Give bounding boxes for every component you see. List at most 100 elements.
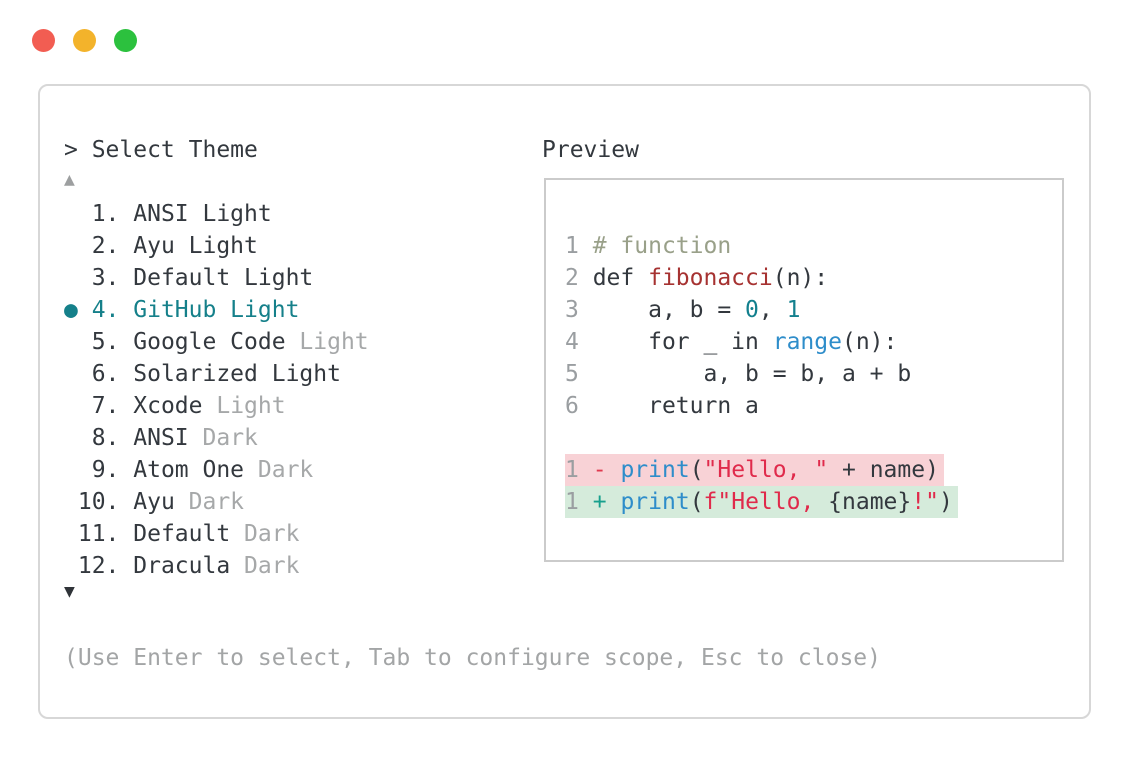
- bullet-placeholder: [64, 393, 78, 419]
- theme-list-item[interactable]: 3. Default Light: [64, 262, 369, 294]
- theme-variant-label: Light: [216, 393, 286, 419]
- code-token: range: [772, 329, 842, 355]
- scroll-up-icon[interactable]: ▲: [64, 169, 75, 190]
- code-token: f"Hello,: [703, 489, 829, 515]
- preview-title: Preview: [542, 137, 639, 163]
- line-number: 6: [565, 393, 593, 419]
- bullet-placeholder: [64, 489, 78, 515]
- diff-line-add: 1 + print(f"Hello, {name}!"): [565, 486, 1062, 518]
- zoom-window-icon[interactable]: [114, 29, 137, 52]
- theme-name: Xcode: [133, 393, 217, 419]
- deleted-line-highlight: 1 - print("Hello, " + name): [565, 454, 944, 486]
- theme-name: Dracula: [133, 553, 245, 579]
- theme-number: 11.: [77, 521, 134, 547]
- code-token: -: [592, 457, 607, 483]
- theme-name: Default Light: [133, 265, 314, 291]
- window-controls: [32, 29, 137, 52]
- bullet-placeholder: [64, 201, 78, 227]
- keyboard-hints: (Use Enter to select, Tab to configure s…: [64, 645, 881, 671]
- theme-list: 1. ANSI Light 2. Ayu Light 3. Default Li…: [64, 198, 369, 582]
- theme-variant-label: Dark: [257, 457, 314, 483]
- line-number: 1: [565, 233, 593, 259]
- theme-name: Ayu: [133, 489, 189, 515]
- bullet-placeholder: [64, 361, 78, 387]
- code-token: ): [938, 489, 953, 515]
- code-token: +: [592, 489, 607, 515]
- theme-list-item[interactable]: 8. ANSI Dark: [64, 422, 369, 454]
- code-token: a, b =: [592, 297, 746, 323]
- theme-number: 10.: [77, 489, 134, 515]
- code-token: + name): [828, 457, 939, 483]
- minimize-window-icon[interactable]: [73, 29, 96, 52]
- theme-name: Ayu Light: [133, 233, 258, 259]
- code-line: 4 for _ in range(n):: [565, 326, 1062, 358]
- code-token: [579, 489, 593, 515]
- bullet-placeholder: [64, 329, 78, 355]
- theme-list-item[interactable]: 12. Dracula Dark: [64, 550, 369, 582]
- theme-name: Google Code: [133, 329, 300, 355]
- theme-variant-label: Dark: [244, 521, 300, 547]
- code-token: print: [620, 457, 690, 483]
- code-token: (: [689, 457, 704, 483]
- bullet-placeholder: [64, 265, 78, 291]
- code-token: (n):: [772, 265, 829, 291]
- code-token: return a: [592, 393, 759, 419]
- code-token: "Hello, ": [703, 457, 829, 483]
- code-token: 0: [745, 297, 759, 323]
- code-line: [565, 422, 1062, 454]
- code-token: # function: [592, 233, 732, 259]
- theme-picker-panel: > Select Theme Preview ▲ 1. ANSI Light 2…: [38, 84, 1091, 719]
- theme-number: 12.: [77, 553, 134, 579]
- theme-name: Default: [133, 521, 245, 547]
- theme-list-item[interactable]: 10. Ayu Dark: [64, 486, 369, 518]
- selected-bullet-icon: ●: [64, 297, 78, 323]
- theme-name: Atom One: [133, 457, 258, 483]
- theme-name: GitHub Light: [133, 297, 300, 323]
- bullet-placeholder: [64, 521, 78, 547]
- theme-name: Solarized Light: [133, 361, 341, 387]
- line-number: 1: [565, 489, 579, 515]
- code-line: 1 # function: [565, 230, 1062, 262]
- added-line-highlight: 1 + print(f"Hello, {name}!"): [565, 486, 958, 518]
- code-token: (n):: [841, 329, 898, 355]
- bullet-placeholder: [64, 553, 78, 579]
- code-token: [607, 489, 621, 515]
- theme-list-item[interactable]: 9. Atom One Dark: [64, 454, 369, 486]
- code-token: (: [689, 489, 704, 515]
- theme-variant-label: Dark: [244, 553, 300, 579]
- line-number: 4: [565, 329, 593, 355]
- theme-variant-label: Dark: [188, 489, 245, 515]
- theme-name: ANSI: [133, 425, 203, 451]
- theme-number: 5.: [77, 329, 134, 355]
- theme-list-item[interactable]: ● 4. GitHub Light: [64, 294, 369, 326]
- theme-number: 6.: [77, 361, 134, 387]
- theme-number: 1.: [77, 201, 134, 227]
- line-number: 2: [565, 265, 593, 291]
- diff-line-del: 1 - print("Hello, " + name): [565, 454, 1062, 486]
- theme-number: 2.: [77, 233, 134, 259]
- bullet-placeholder: [64, 233, 78, 259]
- theme-list-item[interactable]: 7. Xcode Light: [64, 390, 369, 422]
- code-token: print: [620, 489, 690, 515]
- theme-list-item[interactable]: 6. Solarized Light: [64, 358, 369, 390]
- theme-name: ANSI Light: [133, 201, 272, 227]
- code-token: def: [592, 265, 649, 291]
- close-window-icon[interactable]: [32, 29, 55, 52]
- picker-prompt: > Select Theme: [64, 137, 258, 163]
- code-token: [579, 457, 593, 483]
- scroll-down-icon[interactable]: ▼: [64, 581, 75, 602]
- theme-list-item[interactable]: 1. ANSI Light: [64, 198, 369, 230]
- code-token: ,: [758, 297, 787, 323]
- code-token: 1: [786, 297, 801, 323]
- code-line: 2 def fibonacci(n):: [565, 262, 1062, 294]
- code-token: [607, 457, 621, 483]
- theme-variant-label: Dark: [202, 425, 258, 451]
- code-token: {name}: [828, 489, 912, 515]
- theme-list-item[interactable]: 2. Ayu Light: [64, 230, 369, 262]
- code-token: fibonacci: [648, 265, 773, 291]
- theme-list-item[interactable]: 5. Google Code Light: [64, 326, 369, 358]
- line-number: 3: [565, 297, 593, 323]
- theme-list-item[interactable]: 11. Default Dark: [64, 518, 369, 550]
- theme-number: 7.: [77, 393, 134, 419]
